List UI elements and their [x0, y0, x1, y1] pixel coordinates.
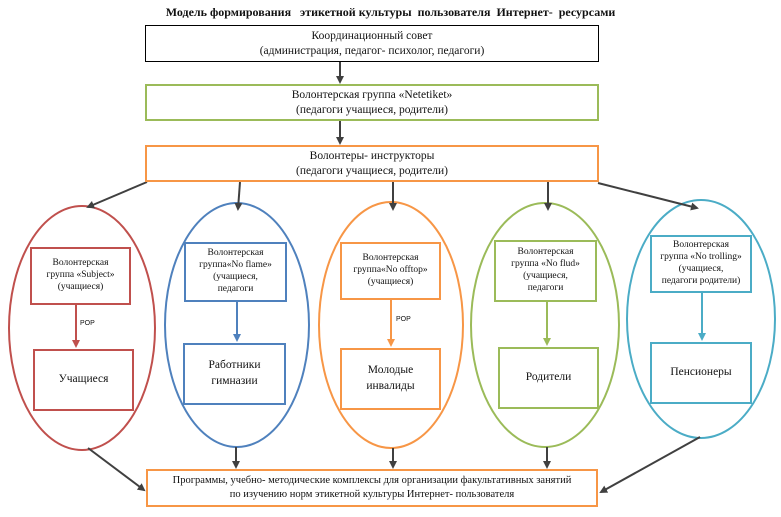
target-young-disabled-label: инвалиды: [366, 380, 415, 392]
group-no-flud-line: педагоги: [527, 282, 564, 293]
arrow-instructors-to-group: [86, 181, 148, 209]
group-no-trolling-line: педагоги родители): [661, 275, 741, 286]
netetiket-group-members: (педагоги учащиеся, родители): [295, 103, 449, 116]
arrow-group-to-programs: [87, 447, 146, 492]
target-pensioners-label: Пенсионеры: [670, 366, 732, 379]
group-no-trolling-line: (учащиеся,: [678, 264, 724, 274]
group-no-flame-line: педагоги: [217, 283, 254, 294]
target-students-label: Учащиеся: [58, 373, 109, 386]
target-students-box: Учащиеся: [33, 349, 134, 411]
netetiket-group-title: Волонтерская группа «Netetiket»: [291, 88, 453, 101]
group-no-offtop-line: Волонтерская: [362, 253, 419, 264]
group-no-flud-box: Волонтерская группа «No flud» (учащиеся,…: [494, 240, 597, 302]
coordination-council-members: (администрация, педагог- психолог, педаг…: [259, 44, 485, 57]
group-subject-box: Волонтерская группа «Subject» (учащиеся): [30, 247, 131, 305]
arrow-instructors-to-group: [597, 182, 699, 211]
programs-box: Программы, учебно- методические комплекс…: [146, 469, 598, 507]
pop-label-offtop: POP: [396, 316, 411, 323]
group-no-trolling-box: Волонтерская группа «No trolling» (учащи…: [650, 235, 752, 293]
target-young-disabled-label: Молодые: [367, 364, 414, 377]
target-parents-label: Родители: [525, 371, 572, 384]
group-no-flame-box: Волонтерская группа«No flame» (учащиеся,…: [184, 242, 287, 302]
programs-line-2: по изучению норм этикетной культуры Инте…: [229, 489, 515, 500]
coordination-council-title: Координационный совет: [311, 29, 433, 42]
volunteer-instructors-title: Волонтеры- инструкторы: [309, 149, 435, 162]
target-school-staff-label: гимназии: [211, 375, 258, 387]
group-subject-line: группа «Subject»: [46, 270, 115, 281]
volunteer-instructors-members: (педагоги учащиеся, родители): [295, 164, 449, 177]
group-no-trolling-line: Волонтерская: [673, 240, 729, 251]
group-no-offtop-line: группа«No offtop»: [353, 265, 428, 276]
target-young-disabled-box: Молодые инвалиды: [340, 348, 441, 410]
group-no-offtop-box: Волонтерская группа«No offtop» (учащиеся…: [340, 242, 441, 300]
group-no-flame-line: группа«No flame»: [199, 260, 272, 271]
netetiket-group-box: Волонтерская группа «Netetiket» (педагог…: [145, 84, 599, 121]
group-ellipse: [318, 201, 464, 449]
target-school-staff-label: Работники: [208, 359, 261, 372]
group-no-trolling-line: группа «No trolling»: [660, 252, 742, 263]
arrow-group-to-programs: [599, 436, 701, 493]
group-no-flame-line: Волонтерская: [207, 248, 264, 259]
arrow-instructors-to-group: [234, 181, 243, 211]
coordination-council-box: Координационный совет (администрация, пе…: [145, 25, 599, 62]
target-parents-box: Родители: [498, 347, 599, 409]
group-no-flud-line: (учащиеся,: [523, 271, 568, 281]
group-subject-line: (учащиеся): [57, 281, 104, 292]
group-no-flame-line: (учащиеся,: [213, 272, 258, 282]
group-no-flud-line: Волонтерская: [517, 247, 574, 258]
group-subject-line: Волонтерская: [52, 258, 109, 269]
volunteer-instructors-box: Волонтеры- инструкторы (педагоги учащиес…: [145, 145, 599, 182]
group-no-offtop-line: (учащиеся): [367, 276, 414, 287]
group-ellipse: [8, 205, 156, 451]
group-ellipse: [626, 199, 776, 439]
pop-label-subject: POP: [80, 320, 95, 327]
group-no-flud-line: группа «No flud»: [511, 259, 580, 270]
target-school-staff-box: Работники гимназии: [183, 343, 286, 405]
programs-line-1: Программы, учебно- методические комплекс…: [172, 475, 572, 487]
target-pensioners-box: Пенсионеры: [650, 342, 752, 404]
diagram-title: Модель формирования этикетной культуры п…: [165, 5, 616, 19]
